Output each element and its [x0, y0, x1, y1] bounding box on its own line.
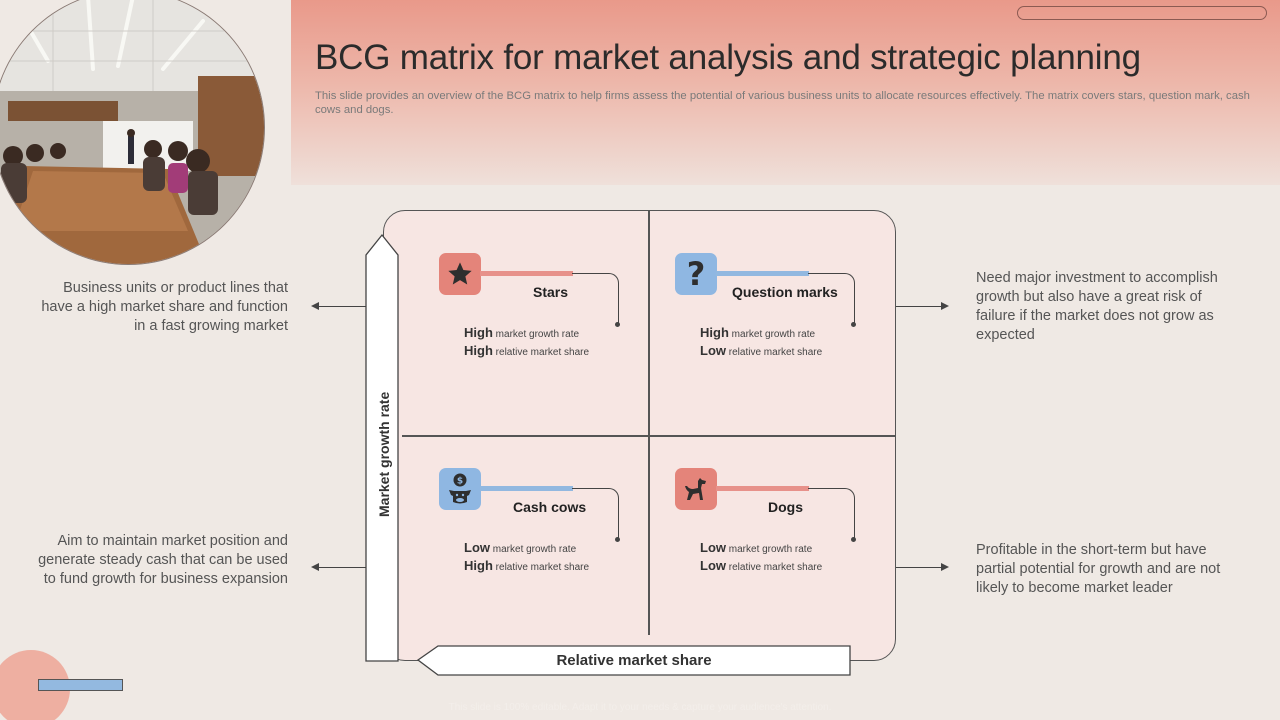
- dogs-title: Dogs: [768, 499, 803, 515]
- svg-text:$: $: [457, 477, 463, 487]
- question-marks-arrow-line: [896, 306, 942, 308]
- page-subtitle: This slide provides an overview of the B…: [315, 90, 1250, 116]
- matrix-horizontal-divider: [402, 435, 896, 437]
- cash-cows-arrow-head: [311, 563, 319, 571]
- question-marks-accent-bar: [716, 271, 809, 276]
- question-mark-icon: ?: [686, 255, 706, 293]
- dogs-connector: [808, 488, 855, 538]
- question-marks-connector-dot: [851, 322, 856, 327]
- stars-arrow-line: [318, 306, 366, 308]
- star-icon: [448, 262, 472, 285]
- stars-metrics: High market growth rate High relative ma…: [464, 325, 590, 358]
- question-marks-connector: [808, 273, 855, 323]
- question-marks-arrow-head: [941, 302, 949, 310]
- dogs-icon-tile: [675, 468, 717, 510]
- y-axis-arrow: [365, 233, 399, 662]
- dogs-metrics: Low market growth rate Low relative mark…: [700, 540, 823, 573]
- cash-cows-title: Cash cows: [513, 499, 587, 515]
- stars-accent-bar: [480, 271, 573, 276]
- cash-cows-arrow-line: [318, 567, 366, 569]
- stars-title: Stars: [533, 284, 569, 300]
- decorative-pill: [1017, 6, 1267, 20]
- dogs-description: Profitable in the short-term but have pa…: [976, 542, 1221, 596]
- dogs-arrow-line: [896, 567, 942, 569]
- page-title: BCG matrix for market analysis and strat…: [315, 38, 1141, 77]
- cash-cows-icon-tile: $: [439, 468, 481, 510]
- x-axis-arrow: [416, 645, 851, 676]
- dogs-arrow-head: [941, 563, 949, 571]
- stars-description: Business units or product lines that hav…: [41, 280, 288, 334]
- question-marks-metrics: High market growth rate Low relative mar…: [700, 325, 823, 358]
- stars-icon-tile: [439, 253, 481, 295]
- stars-connector: [572, 273, 619, 323]
- dogs-accent-bar: [716, 486, 809, 491]
- header-band: [291, 0, 1280, 185]
- stars-arrow-head: [311, 302, 319, 310]
- meeting-room-photo: [0, 0, 265, 265]
- question-marks-icon-tile: ?: [675, 253, 717, 295]
- cash-cows-accent-bar: [480, 486, 573, 491]
- question-marks-description: Need major investment to accomplish grow…: [976, 270, 1218, 343]
- footer-note: This slide is 100% editable. Adapt it to…: [448, 702, 832, 713]
- cash-cows-connector-dot: [615, 537, 620, 542]
- dogs-connector-dot: [851, 537, 856, 542]
- x-axis-label: Relative market share: [556, 652, 712, 669]
- cash-cows-description: Aim to maintain market position and gene…: [38, 533, 288, 587]
- cash-cow-icon: $: [449, 473, 471, 504]
- cash-cows-connector: [572, 488, 619, 538]
- cash-cows-metrics: Low market growth rate High relative mar…: [464, 540, 590, 573]
- dog-icon: [685, 478, 706, 500]
- stars-connector-dot: [615, 322, 620, 327]
- question-marks-title: Question marks: [732, 284, 838, 300]
- decorative-bar: [38, 679, 123, 691]
- matrix-vertical-divider: [648, 211, 650, 635]
